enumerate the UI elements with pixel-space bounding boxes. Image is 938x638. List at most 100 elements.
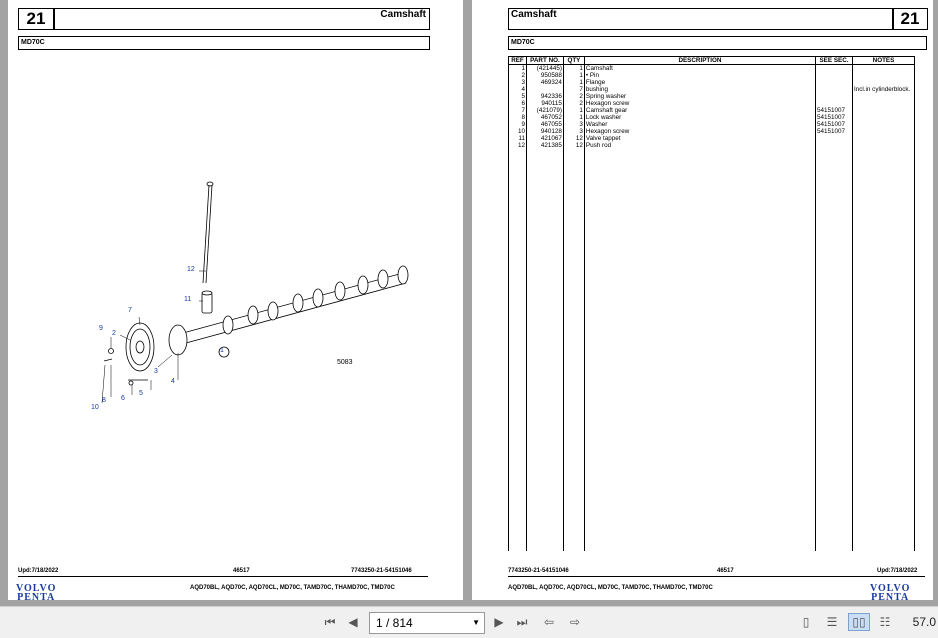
cell-see-sec (815, 72, 853, 79)
col-header-qty: QTY (562, 56, 585, 65)
last-page-icon[interactable]: ⏭ (516, 615, 528, 629)
model-label: MD70C (508, 36, 927, 50)
footer-code: 46517 (233, 568, 250, 574)
first-page-icon[interactable]: ⏮ (324, 615, 336, 629)
ref-label-1: 1 (220, 347, 224, 354)
footer-updated: Upd:7/18/2022 (877, 568, 918, 574)
ref-label-6: 6 (121, 395, 125, 402)
go-forward-icon[interactable]: ⇨ (569, 615, 581, 629)
push-rod-drawing (202, 181, 214, 284)
cell-notes (851, 72, 916, 79)
cell-part-no: 421385 (525, 142, 564, 149)
next-page-icon[interactable]: ▶ (494, 615, 504, 629)
filler-cell (851, 149, 916, 551)
footer-updated: Upd:7/18/2022 (18, 568, 59, 574)
col-header-notes: NOTES (851, 56, 916, 65)
cell-ref: 3 (508, 79, 527, 86)
chevron-down-icon: ▼ (472, 618, 480, 627)
footer-ref: 7743250-21-54151046 (508, 568, 569, 574)
cell-ref: 12 (508, 142, 527, 149)
cell-ref: 8 (508, 114, 527, 121)
cell-notes (851, 121, 916, 128)
logo-line-volvo: VOLVO (870, 583, 911, 594)
ref-label-8: 8 (102, 397, 106, 404)
cell-ref: 2 (508, 72, 527, 79)
cell-see-sec: 54151007 (815, 114, 853, 121)
cell-description: Camshaft (583, 64, 817, 72)
cell-notes (851, 107, 916, 114)
page-selector[interactable]: 1 / 814 ▼ (369, 612, 485, 634)
cell-description: Hexagon screw (583, 128, 817, 135)
cell-ref: 11 (508, 135, 527, 142)
col-header-description: DESCRIPTION (583, 56, 817, 65)
cell-qty: 1 (562, 114, 585, 121)
cell-notes (851, 100, 916, 107)
cell-ref: 7 (508, 107, 527, 114)
zoom-level[interactable]: 57.0 (912, 615, 936, 629)
group-number: 21 (18, 8, 54, 30)
cell-see-sec (815, 79, 853, 86)
cell-part-no: 940115 (525, 100, 564, 107)
cell-description: Washer (583, 121, 817, 128)
cell-see-sec (815, 135, 853, 142)
cell-notes (851, 79, 916, 86)
filler-cell (815, 149, 853, 551)
cell-ref: 10 (508, 128, 527, 135)
cell-part-no: 940128 (525, 128, 564, 135)
cell-qty: 3 (562, 121, 585, 128)
cell-qty: 12 (562, 135, 585, 142)
page-title: Camshaft (508, 8, 894, 30)
cell-description: bushing (583, 86, 817, 93)
single-page-icon[interactable]: ▯ (802, 615, 810, 629)
cell-ref: 5 (508, 93, 527, 100)
volvo-penta-logo: VOLVO PENTA (16, 584, 56, 603)
cell-part-no: (421079) (525, 107, 564, 114)
cell-description: Camshaft gear (583, 107, 817, 114)
cell-see-sec: 54151007 (815, 121, 853, 128)
two-page-continuous-icon[interactable]: ☷ (879, 615, 891, 629)
cell-part-no: 467052 (525, 114, 564, 121)
exploded-diagram (101, 181, 409, 404)
ref-label-10: 10 (91, 404, 99, 411)
cell-notes (851, 114, 916, 121)
filler-cell (583, 149, 817, 551)
cell-qty: 7 (562, 86, 585, 93)
page-title-text: Camshaft (380, 9, 426, 20)
continuous-icon[interactable]: ☰ (826, 615, 838, 629)
footer-divider (508, 576, 925, 577)
logo-line-penta: PENTA (871, 592, 910, 603)
cell-qty: 1 (562, 107, 585, 114)
filler-cell (508, 149, 527, 551)
ref-label-2: 2 (112, 330, 116, 337)
cell-see-sec: 54151007 (815, 107, 853, 114)
two-page-icon[interactable]: ▯▯ (848, 613, 870, 631)
cell-notes: Incl.in cylinderblock. (851, 86, 916, 93)
footer-ref: 7743250-21-54151046 (351, 568, 412, 574)
cell-part-no: (421445) (525, 64, 564, 72)
cell-ref: 6 (508, 100, 527, 107)
left-page: 21 Camshaft MD70C (8, 0, 463, 603)
ref-label-4: 4 (171, 378, 175, 385)
right-page: Camshaft 2 1 MD70C REF PART NO. QTY DESCR… (472, 0, 933, 603)
cell-description: Lock washer (583, 114, 817, 121)
cell-see-sec (815, 93, 853, 100)
table-header-row: REF PART NO. QTY DESCRIPTION SEE SEC. NO… (508, 56, 916, 65)
footer-models: AQD70BL, AQD70C, AQD70CL, MD70C, TAMD70C… (190, 585, 395, 591)
cell-see-sec (815, 142, 853, 149)
footer-divider (18, 576, 428, 577)
cell-description: Push rod (583, 142, 817, 149)
cell-qty: 12 (562, 142, 585, 149)
cell-description: • Pin (583, 72, 817, 79)
cell-description: Hexagon screw (583, 100, 817, 107)
go-back-icon[interactable]: ⇦ (543, 615, 555, 629)
cell-description: Valve tappet (583, 135, 817, 142)
leader-lines (101, 270, 206, 404)
cell-part-no: 467055 (525, 121, 564, 128)
ref-label-11: 11 (184, 296, 192, 303)
page-indicator: 1 / 814 (376, 616, 413, 630)
prev-page-icon[interactable]: ◀ (348, 615, 358, 629)
